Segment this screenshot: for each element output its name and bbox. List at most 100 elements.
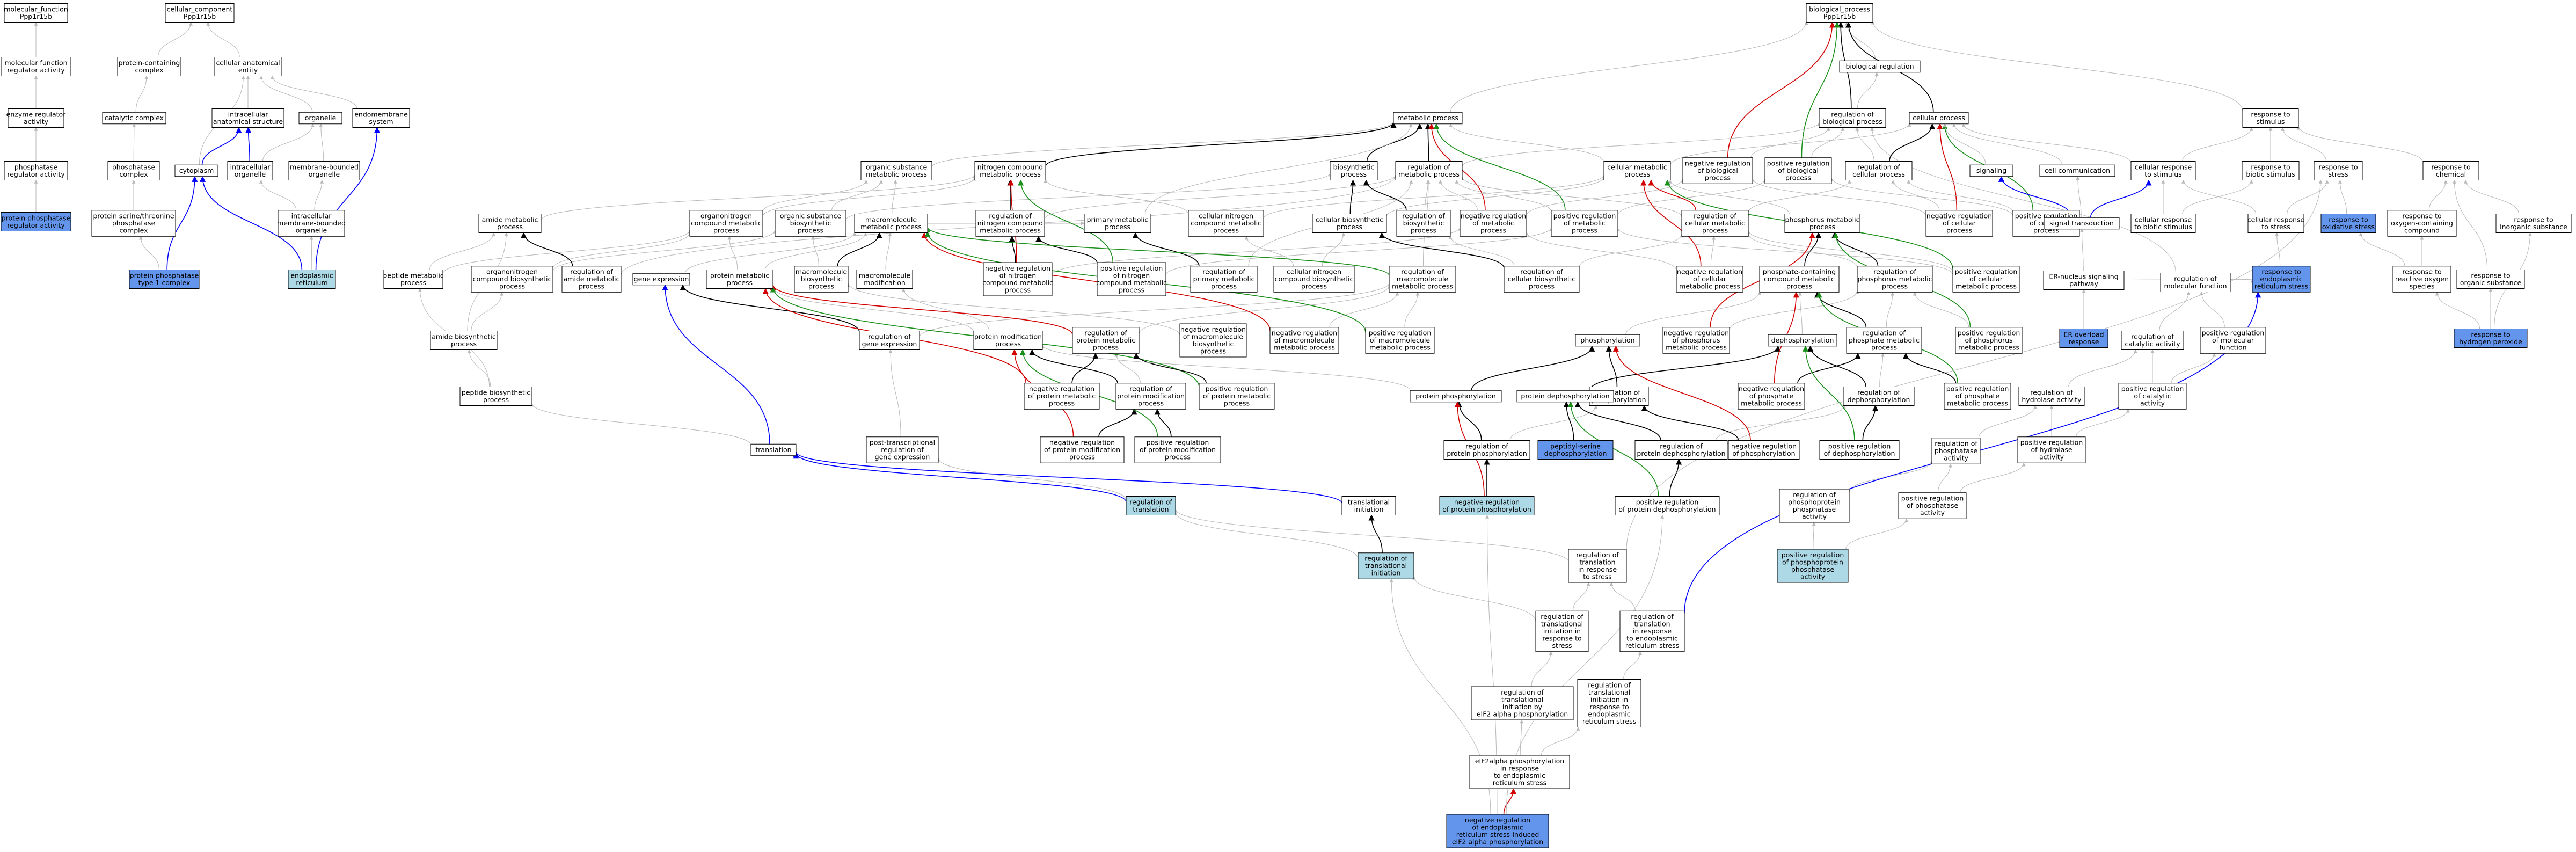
- node-ge[interactable]: gene expression: [632, 273, 690, 286]
- node-protphos[interactable]: protein phosphorylation: [1410, 390, 1502, 403]
- node-breg[interactable]: biological regulation: [1839, 60, 1921, 73]
- node-cp[interactable]: cellular process: [1909, 112, 1969, 125]
- node-ccom[interactable]: cell communication: [2039, 164, 2115, 177]
- node-dephos[interactable]: dephosphorylation: [1768, 334, 1837, 347]
- node-transl[interactable]: translation: [750, 443, 797, 456]
- node-catc[interactable]: catalytic complex: [102, 112, 166, 125]
- node-st[interactable]: signal transduction: [2044, 217, 2120, 230]
- node-protdephos[interactable]: protein dephosphorylation: [1516, 390, 1614, 403]
- node-cyto[interactable]: cytoplasm: [174, 164, 218, 177]
- node-org[interactable]: organelle: [298, 112, 342, 125]
